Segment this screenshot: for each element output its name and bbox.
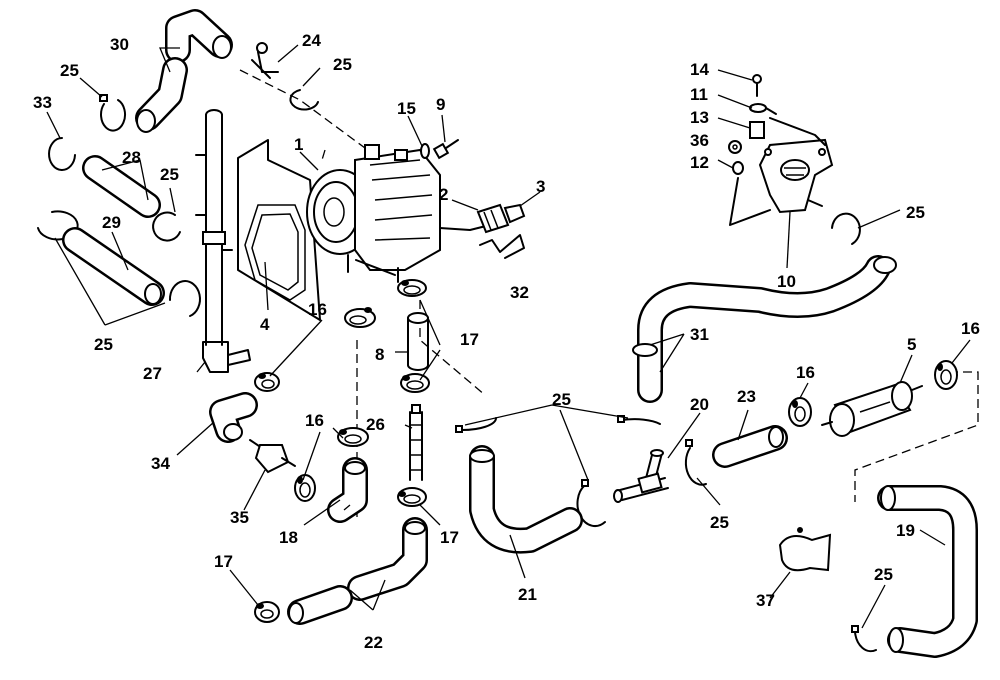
- hose-23: [712, 425, 788, 468]
- callout-20: 20: [690, 395, 709, 414]
- callout-25-b: 25: [333, 55, 352, 74]
- elbow-hose-34: [209, 392, 258, 443]
- callout-3: 3: [536, 177, 545, 196]
- nut-36: [728, 140, 742, 154]
- callout-4: 4: [260, 315, 270, 334]
- callout-29: 29: [102, 213, 121, 232]
- hose-8: [407, 312, 429, 371]
- callout-9: 9: [436, 95, 445, 114]
- callout-23: 23: [737, 387, 756, 406]
- callout-25-h: 25: [906, 203, 925, 222]
- clamps-16-17: [254, 279, 958, 623]
- callout-21: 21: [518, 585, 537, 604]
- hose-29: [62, 227, 165, 306]
- callout-11: 11: [690, 85, 708, 104]
- callout-25-c: 25: [160, 165, 179, 184]
- clip-32: [479, 234, 525, 259]
- callout-8: 8: [375, 345, 384, 364]
- clamp-rings-25: [37, 89, 877, 653]
- check-valve-35: [249, 439, 296, 474]
- callout-37: 37: [756, 591, 775, 610]
- callout-31: 31: [690, 325, 709, 344]
- callout-15: 15: [397, 99, 416, 118]
- callout-25-d: 25: [94, 335, 113, 354]
- gasket-plate-4: [237, 139, 321, 321]
- callout-16-c: 16: [796, 363, 815, 382]
- callout-19: 19: [896, 521, 915, 540]
- spacer-13: [749, 121, 765, 139]
- callout-10: 10: [777, 272, 796, 291]
- electric-pump-10: [729, 117, 834, 226]
- fuel-pump-1: [306, 144, 441, 283]
- callout-17-c: 17: [214, 552, 233, 571]
- hose-30: [135, 9, 233, 133]
- filter-26: [409, 404, 423, 481]
- callout-13: 13: [690, 108, 709, 127]
- callout-17-a: 17: [460, 330, 479, 349]
- tube-28: [82, 155, 161, 218]
- connector-24: [251, 42, 279, 79]
- screw-14: [752, 74, 762, 97]
- tee-fitting-20: [613, 449, 669, 503]
- callout-34: 34: [151, 454, 170, 473]
- callout-30: 30: [110, 35, 129, 54]
- callout-2: 2: [439, 185, 448, 204]
- hose-31: [632, 255, 897, 403]
- callout-14: 14: [690, 60, 709, 79]
- callout-35: 35: [230, 508, 249, 527]
- callout-25-f: 25: [710, 513, 729, 532]
- washer-15: [420, 143, 430, 159]
- leader-lines: [46, 44, 971, 629]
- terminal-11: [749, 103, 777, 115]
- callout-24: 24: [302, 31, 321, 50]
- hose-22: [287, 517, 428, 625]
- callout-28: 28: [122, 148, 141, 167]
- callout-26: 26: [366, 415, 385, 434]
- callout-25-a: 25: [60, 61, 79, 80]
- callout-5: 5: [907, 335, 916, 354]
- callout-25-g: 25: [874, 565, 893, 584]
- fuel-filter-5: [821, 381, 923, 437]
- callout-16-b: 16: [305, 411, 324, 430]
- callout-18: 18: [279, 528, 298, 547]
- callout-27: 27: [143, 364, 162, 383]
- hose-19: [877, 485, 978, 658]
- callout-36: 36: [690, 131, 709, 150]
- connector-2-3: [439, 203, 526, 234]
- callout-17-b: 17: [440, 528, 459, 547]
- callout-16-d: 16: [961, 319, 980, 338]
- screw-9: [432, 139, 459, 160]
- hose-21: [469, 445, 583, 554]
- callout-16-a: 16: [308, 300, 327, 319]
- callout-12: 12: [690, 153, 709, 172]
- callout-33: 33: [33, 93, 52, 112]
- callout-22: 22: [364, 633, 383, 652]
- callout-25-e: 25: [552, 390, 571, 409]
- callout-32: 32: [510, 283, 529, 302]
- fuel-line-27: [195, 109, 251, 373]
- callout-1: 1: [294, 135, 303, 154]
- bracket-37: [778, 527, 832, 572]
- terminal-12: [732, 161, 744, 175]
- callout-labels: 1 2 3 4 5 8 9 10 11 12 13 14 15 16 16 16…: [33, 31, 980, 652]
- elbow-hose-18: [327, 457, 368, 523]
